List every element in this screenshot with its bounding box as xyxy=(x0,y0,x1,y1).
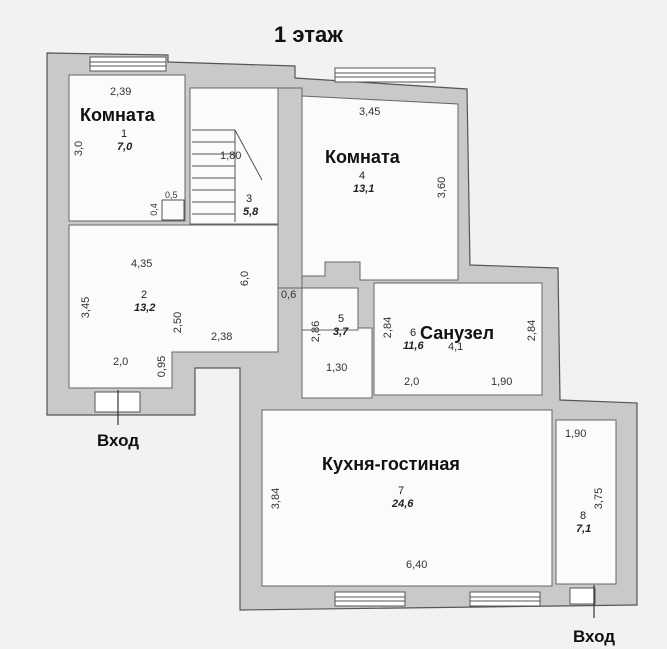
dim-label: 6,0 xyxy=(239,270,252,287)
dim-label: 2,0 xyxy=(113,356,129,368)
dim-label: 2,84 xyxy=(382,316,395,339)
room-5-area: 3,7 xyxy=(333,326,349,338)
room-7-area: 24,6 xyxy=(392,498,414,510)
dim-label: 2,84 xyxy=(526,319,539,342)
room-1-area: 7,0 xyxy=(117,141,133,153)
windows xyxy=(89,56,596,607)
partition-wall xyxy=(277,87,303,289)
dim-label: 1,90 xyxy=(565,428,587,440)
dim-label: 1,80 xyxy=(220,150,242,162)
room-7-floor xyxy=(261,409,553,587)
room-7-number: 7 xyxy=(398,485,405,497)
staircase xyxy=(192,129,263,222)
room-4-floor xyxy=(301,95,459,281)
room-5-floor xyxy=(301,327,373,399)
dim-label: 1,30 xyxy=(326,362,348,374)
room-3-area: 5,8 xyxy=(243,206,259,218)
entrance-label-left: Вход xyxy=(97,431,140,450)
room-6-area: 11,6 xyxy=(403,340,424,352)
room-8-area: 7,1 xyxy=(576,523,592,535)
dim-label: 2,86 xyxy=(310,320,323,343)
room-6-name: Санузел xyxy=(420,323,495,343)
room-8-number: 8 xyxy=(580,510,587,522)
room-8-floor xyxy=(555,419,617,585)
room-2-area: 13,2 xyxy=(134,302,156,314)
room-1-niche xyxy=(161,199,185,221)
room-6-number: 6 xyxy=(410,327,417,339)
dim-label: 3,0 xyxy=(73,140,86,157)
room-1-name: Комната xyxy=(80,105,155,125)
dim-label: 2,50 xyxy=(172,311,185,334)
dim-label: 3,45 xyxy=(359,106,381,118)
dim-label: 2,0 xyxy=(404,376,420,388)
entrance-label-right: Вход xyxy=(573,627,616,646)
dim-label: 0,4 xyxy=(148,203,159,216)
room-1-number: 1 xyxy=(121,128,128,140)
dim-label: 3,45 xyxy=(80,296,93,319)
dim-label: 3,84 xyxy=(270,487,283,510)
room-4-number: 4 xyxy=(359,170,366,182)
dim-label: 3,60 xyxy=(436,176,449,199)
room-2-number: 2 xyxy=(141,289,148,301)
room-4-name: Комната xyxy=(325,147,400,167)
dim-label: 6,40 xyxy=(406,559,428,571)
room-3-number: 3 xyxy=(246,193,253,205)
dim-label: 4,35 xyxy=(131,258,153,270)
room-1-floor xyxy=(68,74,186,222)
dim-label: 2,39 xyxy=(110,86,132,98)
room-4-area: 13,1 xyxy=(353,183,375,195)
room-6-floor xyxy=(373,282,543,396)
room-2-floor xyxy=(68,224,279,389)
floor-title: 1 этаж xyxy=(274,22,343,47)
dim-label: 0,6 xyxy=(281,289,297,301)
room-5-number: 5 xyxy=(338,313,345,325)
dim-label: 2,38 xyxy=(211,331,233,343)
dim-label: 3,75 xyxy=(593,487,606,510)
dim-label: 0,95 xyxy=(156,355,169,378)
room-5-upper xyxy=(301,287,359,331)
room-7-name: Кухня-гостиная xyxy=(322,454,460,474)
dim-label: 0,5 xyxy=(165,190,178,200)
dim-label: 4,1 xyxy=(448,341,464,353)
dim-label: 1,90 xyxy=(491,376,513,388)
